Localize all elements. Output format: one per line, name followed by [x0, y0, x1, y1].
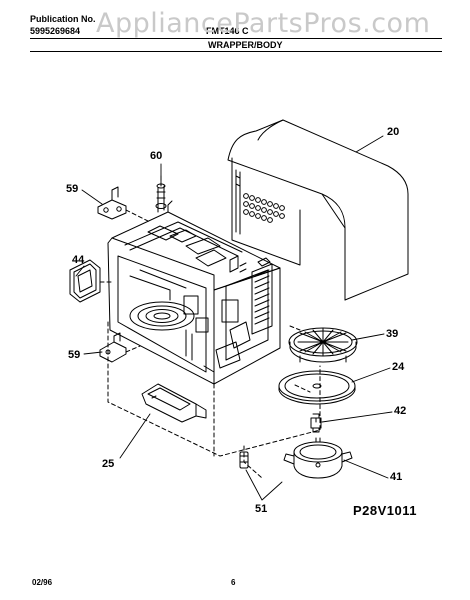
callout-59-lower: 59 [68, 349, 81, 361]
leader-41 [343, 459, 389, 479]
leader-42 [321, 411, 393, 423]
callout-20: 20 [387, 126, 400, 138]
section-title: WRAPPER/BODY [208, 40, 283, 50]
callout-42: 42 [394, 405, 407, 417]
publication-number: 5995269684 [30, 26, 81, 36]
callout-60: 60 [150, 150, 163, 162]
header-rule-bottom [30, 51, 442, 52]
drawing-code: P28V1011 [353, 503, 418, 518]
callout-25: 25 [102, 458, 115, 470]
turntable-motor-part [283, 437, 353, 479]
turntable-tray-part [278, 370, 356, 405]
leader-51 [245, 469, 283, 501]
roller-ring-part [288, 327, 358, 363]
callout-39: 39 [386, 328, 399, 340]
leader-20 [355, 135, 384, 153]
callout-44: 44 [72, 254, 85, 266]
waveguide-tray-part [141, 383, 207, 423]
callout-59-upper: 59 [66, 183, 79, 195]
header-rule-top [30, 38, 442, 39]
footer-page-number: 6 [231, 578, 236, 587]
leader-59a [81, 189, 103, 205]
leader-39 [351, 333, 385, 341]
watermark: AppliancePartsPros.com [96, 8, 431, 39]
leader-59b [83, 351, 103, 355]
coupler-part [310, 413, 322, 433]
leader-25 [119, 413, 151, 459]
leader-44 [75, 265, 85, 277]
top-stud-part [155, 183, 167, 213]
oven-body [107, 200, 281, 385]
connector-part [239, 451, 249, 469]
hinge-bracket-lower-part [99, 332, 127, 363]
callout-41: 41 [390, 471, 403, 483]
model-code: FMT146 C [206, 26, 249, 36]
callout-51: 51 [255, 503, 268, 515]
leader-24 [351, 367, 391, 383]
publication-label: Publication No. [30, 14, 96, 24]
wrapper-cover-part [227, 119, 409, 301]
hinge-bracket-upper-part [97, 186, 127, 220]
filter-cover-part [69, 259, 101, 303]
footer-date: 02/96 [32, 578, 53, 587]
callout-24: 24 [392, 361, 405, 373]
